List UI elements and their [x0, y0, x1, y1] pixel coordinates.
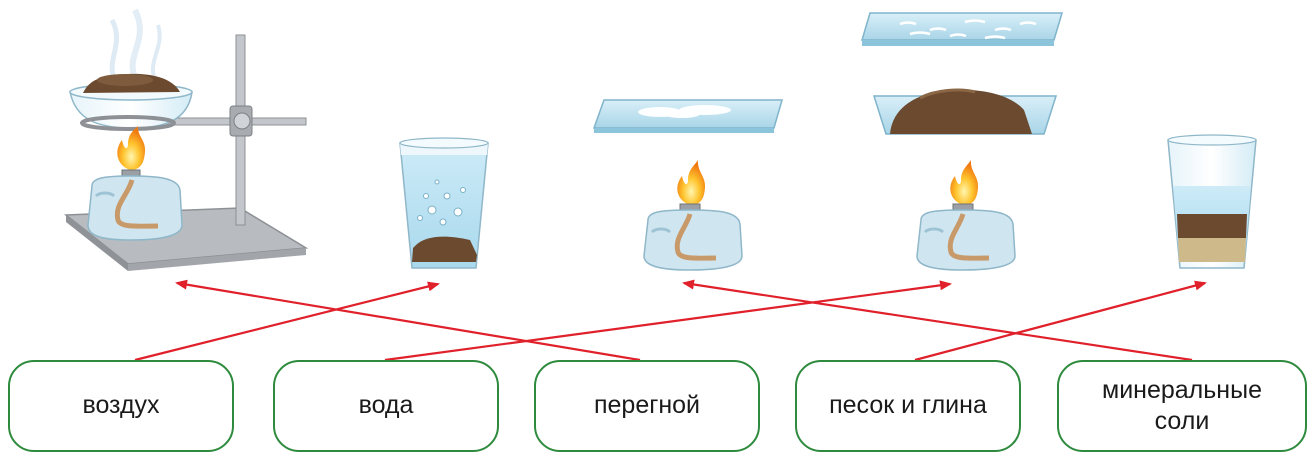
glass-plate-over-burner-icon [592, 99, 783, 271]
arrow-sand-clay [914, 280, 1207, 362]
glass-water-soil-bubbles-icon [399, 137, 489, 269]
glass-water-sediment-icon [1167, 134, 1257, 269]
heated-soil-with-glass-icon [860, 12, 1064, 271]
label-mineral-salts-line1: минеральные [1102, 375, 1262, 404]
label-air-text: воздух [82, 391, 160, 420]
label-humus-text: перегной [593, 391, 701, 420]
label-air[interactable]: воздух [8, 360, 234, 452]
label-mineral-salts[interactable]: минеральные соли [1057, 360, 1307, 452]
label-sand-clay-text: песок и глина [829, 391, 987, 420]
arrow-humus [175, 279, 641, 362]
heated-soil-dish-on-stand-icon [63, 8, 309, 271]
arrow-water [384, 280, 952, 362]
label-water-text: вода [358, 391, 414, 420]
arrow-mineral-salts [682, 279, 1193, 362]
arrow-air [134, 281, 440, 362]
label-water[interactable]: вода [273, 360, 499, 452]
label-humus[interactable]: перегной [534, 360, 760, 452]
connector-arrows [134, 279, 1207, 362]
label-sand-clay[interactable]: песок и глина [795, 360, 1021, 452]
label-mineral-salts-line2: соли [1154, 407, 1210, 435]
